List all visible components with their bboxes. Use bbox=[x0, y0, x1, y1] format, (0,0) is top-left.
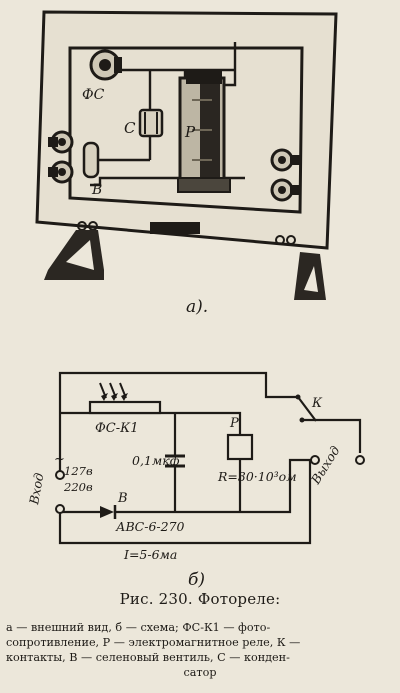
caption-legend: а — внешний вид, б — схема; ФС-К1 — фото… bbox=[6, 620, 394, 680]
label-relay-p: Р bbox=[229, 416, 239, 431]
legend-line: а — внешний вид, б — схема; ФС-К1 — фото… bbox=[6, 621, 271, 634]
label-input: Вход bbox=[26, 472, 46, 507]
nameplate bbox=[150, 222, 200, 234]
label-fs: ФС bbox=[82, 87, 105, 103]
figure-b-sublabel: б) bbox=[188, 570, 205, 590]
photoresistor-fs-k1 bbox=[88, 382, 162, 415]
capacitor bbox=[165, 454, 185, 468]
input-terminals bbox=[55, 470, 65, 514]
label-capacitance: 0,1мкф bbox=[132, 453, 180, 468]
label-c: С bbox=[124, 119, 136, 137]
figure-b-schematic: ФС-К1 0,1мкф Р R=30·10³ом К Выход Вход bbox=[26, 371, 365, 590]
label-b: В bbox=[91, 182, 102, 198]
right-terminals bbox=[270, 148, 300, 202]
label-fs-k1: ФС-К1 bbox=[95, 421, 138, 436]
legend-line: сопротивление, Р — электромагнитное реле… bbox=[6, 636, 301, 649]
diode-b bbox=[100, 505, 117, 519]
label-p: Р bbox=[184, 123, 196, 141]
label-resistance: R=30·10³ом bbox=[217, 469, 297, 484]
relay-coil-p bbox=[226, 433, 254, 461]
capacitor-c bbox=[138, 108, 164, 138]
label-voltage-220: 220в bbox=[63, 480, 93, 494]
label-current: I=5-6ма bbox=[123, 547, 177, 562]
circuit-wires bbox=[58, 371, 362, 545]
label-rectifier-type: АВС-6-270 bbox=[115, 519, 185, 534]
legend-line: сатор bbox=[183, 666, 217, 679]
stand-right bbox=[294, 252, 326, 300]
caption-block: Рис. 230. Фотореле: bbox=[0, 590, 400, 612]
stand-left bbox=[44, 230, 104, 280]
output-terminals bbox=[310, 455, 365, 465]
label-contacts-k: К bbox=[311, 396, 323, 411]
left-terminals bbox=[48, 130, 74, 184]
label-voltage-127: 127в bbox=[64, 464, 93, 478]
relay-p bbox=[177, 70, 231, 193]
legend-line: контакты, В — селеновый вентиль, С — кон… bbox=[6, 651, 290, 664]
photoresistor-fs bbox=[89, 49, 122, 81]
figure-a-external-view: ФС С Р В bbox=[35, 10, 338, 317]
label-output: Выход bbox=[307, 443, 342, 487]
figure-title: Рис. 230. Фотореле: bbox=[119, 590, 281, 608]
label-tilde: ~ bbox=[54, 452, 65, 467]
label-diode-b: В bbox=[117, 491, 128, 506]
figure-a-sublabel: а). bbox=[186, 297, 208, 317]
selenium-rectifier-b bbox=[82, 141, 100, 179]
relay-contacts-k bbox=[295, 394, 317, 423]
